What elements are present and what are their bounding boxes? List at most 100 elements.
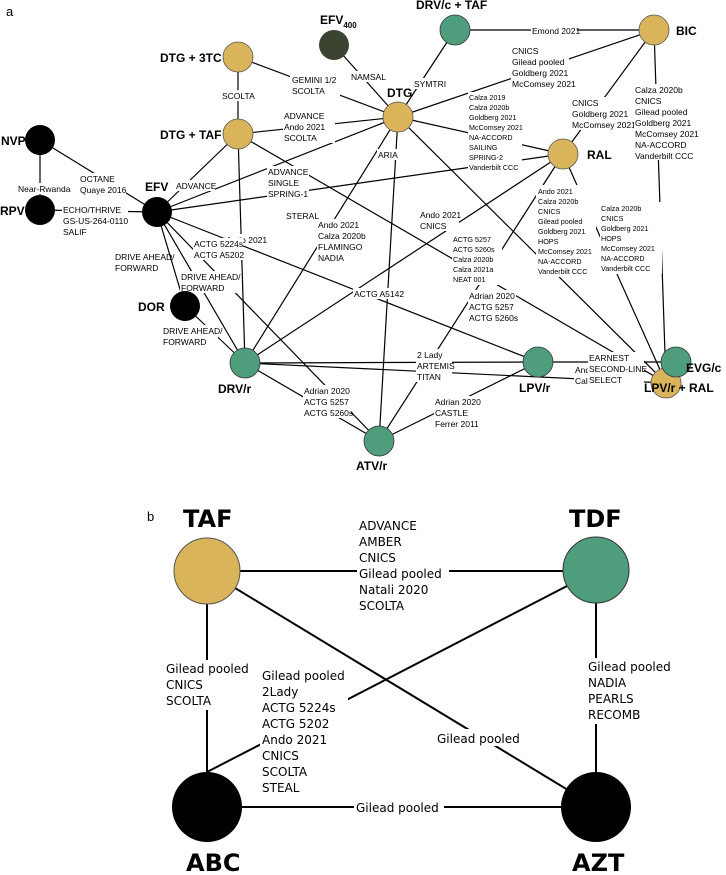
node-rpv: [25, 195, 55, 225]
node-label-efv400: EFV400: [320, 13, 357, 30]
node-label-evgc: EVG/c: [686, 361, 722, 375]
label-drvr-atvr: Adrian 2020 ACTG 5257 ACTG 5260s: [303, 385, 353, 418]
label-line: CASTLE: [435, 408, 468, 418]
node-label-lpvr-ral: LPV/r + RAL: [644, 381, 714, 395]
node-nvp: [25, 125, 55, 155]
label-line: McComsey 2021: [538, 247, 592, 256]
label-dtg-drvr: Ando 2021 Calza 2020b FLAMINGO NADIA: [317, 219, 373, 263]
node-label-azt: AZT: [572, 849, 625, 875]
label-line: FORWARD: [163, 337, 206, 347]
node-label-dtg-taf: DTG + TAF: [160, 128, 221, 142]
label-line: Vanderbilt CCC: [601, 264, 650, 273]
label-line: Goldberg 2021: [512, 68, 569, 78]
label-line: Calza 2020b: [601, 204, 641, 213]
label-line: ACTG 5260s: [453, 245, 495, 254]
label-line: NA-ACCORD: [635, 140, 686, 150]
node-abc: [172, 772, 242, 842]
edge-drvr-lpvr: [244, 361, 539, 364]
label-nvp-efv: OCTANE Quaye 2016: [78, 173, 127, 195]
label-line: SYMTRI: [414, 79, 446, 89]
node-label-dtg: DTG: [387, 86, 412, 100]
panel-b: b ADVANCE AMBER CNICS Gilead pooled Nata…: [147, 505, 676, 875]
panel-b-nodes: [172, 536, 631, 842]
label-line: ACTG 5260s: [469, 313, 518, 323]
panel-a-node-labels: NVP RPV EFV DOR DTG + 3TC DTG + TAF EFV4…: [0, 0, 722, 473]
label-line: Goldberg 2021: [572, 109, 629, 119]
label-line: Adrian 2020: [435, 397, 481, 407]
label-line: CNICS: [512, 46, 539, 56]
edge-efv-lpvr: [156, 211, 539, 363]
label-drvr-lpvr: 2 Lady ARTEMIS TITAN: [416, 349, 455, 382]
label-line: CNICS: [166, 678, 203, 692]
label-line: Calza 2020b: [635, 85, 683, 95]
node-label-taf: TAF: [183, 505, 232, 533]
label-line: Gilead pooled: [635, 107, 688, 117]
label-line: Quaye 2016: [80, 185, 127, 195]
label-line: Calza 2020b: [453, 255, 493, 264]
label-line: Near-Rwanda: [18, 184, 71, 194]
label-efv-lpvr: ACTG A5142: [353, 288, 404, 299]
label-line: Goldberg 2021: [469, 113, 517, 122]
node-label-rpv: RPV: [0, 204, 25, 218]
label-atvr-lpvr: Adrian 2020 CASTLE Ferrer 2011: [434, 396, 482, 429]
label-line: Gilead pooled: [356, 801, 439, 815]
label-line: Gilead pooled: [538, 217, 582, 226]
label-line: ACTG 5257: [469, 302, 514, 312]
label-line: Calza 2020b: [538, 197, 578, 206]
label-line: SALIF: [63, 227, 87, 237]
label-line: Ando 2021: [262, 733, 327, 747]
node-atvr: [363, 425, 395, 457]
node-label-atvr: ATV/r: [356, 459, 387, 473]
panel-a-nodes: [25, 14, 692, 457]
label-line: DRIVE AHEAD/: [163, 326, 223, 336]
label-line: Vanderbilt CCC: [635, 151, 693, 161]
label-line: GS-US-264-0110: [63, 216, 128, 226]
label-line: CNICS: [635, 96, 662, 106]
node-label-dor: DOR: [138, 300, 165, 314]
label-line: Ando 2021: [538, 187, 573, 196]
label-efv-ral: STERAL: [285, 210, 319, 221]
panel-a: a: [0, 0, 722, 473]
node-lpvr-ral: [660, 346, 692, 378]
label-b-taf-abc: Gilead pooled CNICS SCOLTA: [164, 660, 254, 710]
label-line: Vanderbilt CCC: [469, 163, 518, 172]
label-b-tdf-azt: Gilead pooled NADIA PEARLS RECOMB: [586, 658, 676, 724]
label-line: TITAN: [417, 372, 441, 382]
label-dtg-bic: CNICS Gilead pooled Goldberg 2021 McComs…: [511, 45, 576, 89]
label-line: Emond 2021: [532, 26, 580, 36]
label-b-taf-tdf: ADVANCE AMBER CNICS Gilead pooled Natali…: [357, 517, 449, 615]
label-line: CNICS: [601, 214, 624, 223]
label-line: ACTG 5202: [262, 717, 329, 731]
panel-a-edge-labels: Near-Rwanda OCTANE Quaye 2016 ECHO/THRIV…: [16, 25, 704, 429]
node-label-nvp: NVP: [1, 134, 26, 148]
label-line: Ando 2021: [284, 122, 325, 132]
node-bic: [638, 14, 670, 46]
label-line: Gilead pooled: [437, 732, 520, 746]
label-line: ECHO/THRIVE: [63, 205, 121, 215]
node-ral: [547, 138, 579, 170]
label-b-taf-azt: Gilead pooled: [435, 729, 525, 746]
node-label-drvr: DRV/r: [218, 382, 251, 396]
label-line: NA-ACCORD: [538, 257, 582, 266]
node-label-tdf: TDF: [569, 505, 622, 533]
label-efv400-dtg: NAMSAL: [350, 71, 388, 82]
label-line: Ando 2021: [226, 235, 267, 245]
label-line: 2Lady: [262, 685, 298, 699]
label-ral-drvr: ACTG 5257 ACTG 5260s Calza 2020b Calza 2…: [452, 233, 502, 285]
node-label-lpvr: LPV/r: [519, 381, 551, 395]
label-line: FORWARD: [115, 263, 158, 273]
label-line: PEARLS: [588, 692, 634, 706]
label-line: Calza 2020b: [469, 103, 509, 112]
label-nvp-rpv: Near-Rwanda: [16, 183, 71, 194]
label-line: Calza 2021a: [453, 265, 493, 274]
label-line: EARNEST: [589, 353, 629, 363]
label-line: ADVANCE: [176, 181, 217, 191]
label-lpvr-lpvrral: EARNEST SECOND-LINE SELECT: [588, 352, 647, 385]
label-line: SCOLTA: [166, 694, 212, 708]
label-line: McComsey 2021: [512, 79, 576, 89]
label-line: Gilead pooled: [262, 669, 345, 683]
label-line: STEAL: [262, 781, 300, 795]
label-line: GEMINI 1/2: [292, 75, 337, 85]
node-dtg-taf: [222, 118, 254, 150]
